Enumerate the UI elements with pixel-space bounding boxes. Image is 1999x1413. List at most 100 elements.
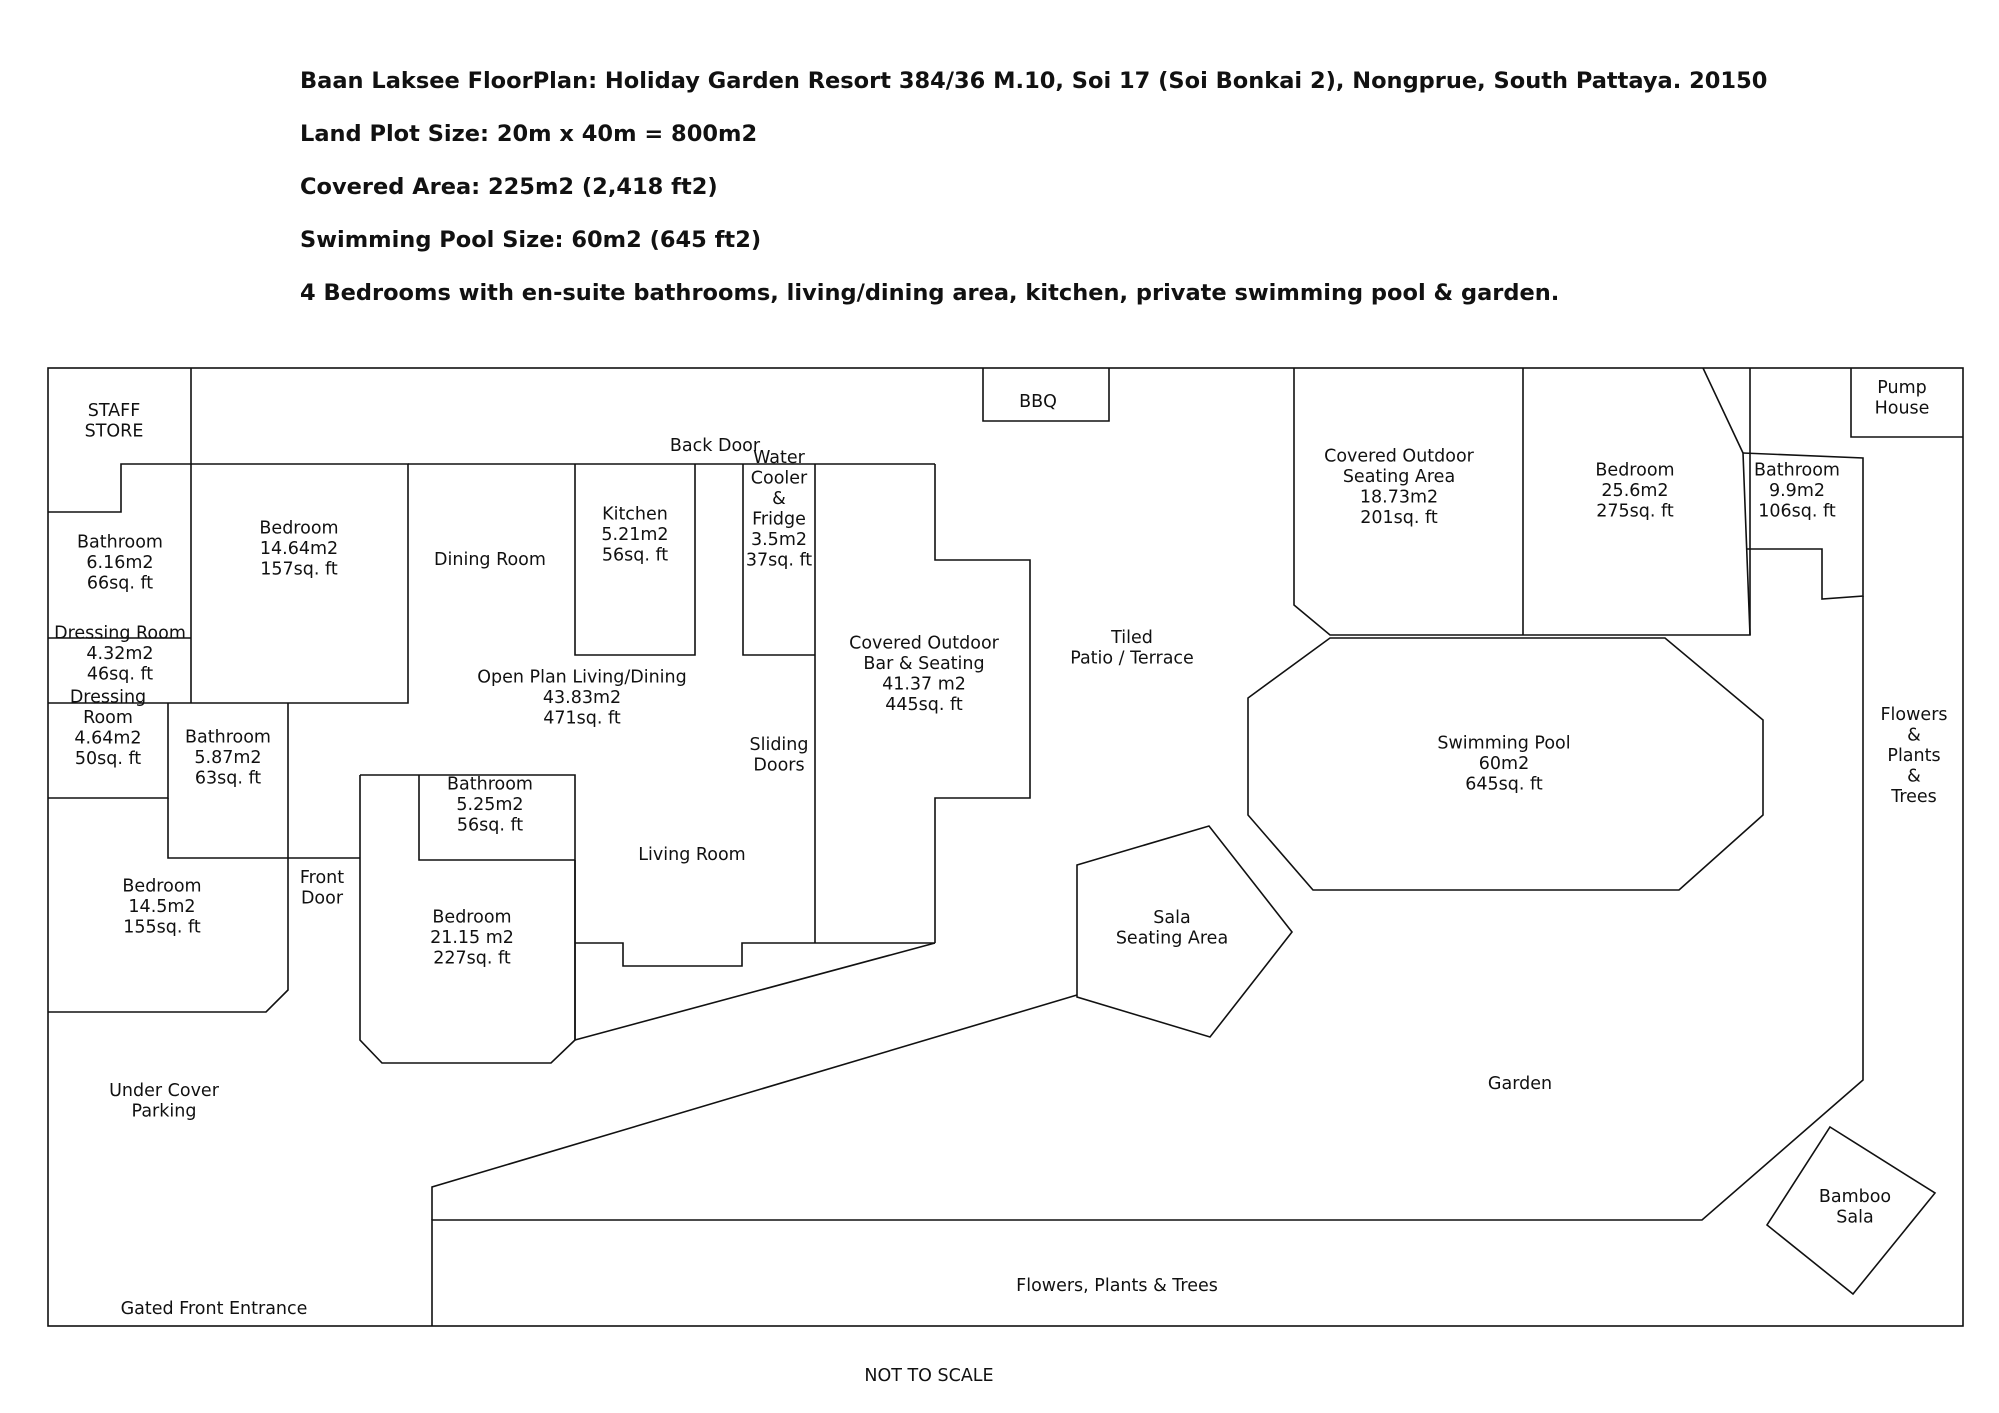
label-line: 25.6m2 <box>1601 481 1668 501</box>
label-line: BBQ <box>1019 392 1057 412</box>
sala-seating-area <box>1076 825 1294 1038</box>
label-line: Seating Area <box>1343 467 1455 487</box>
label-line: Back Door <box>670 436 761 456</box>
label-line: Gated Front Entrance <box>121 1299 308 1319</box>
label-line: Bathroom <box>1754 461 1840 481</box>
label-line: 275sq. ft <box>1596 502 1674 522</box>
label-line: Water <box>753 448 806 468</box>
label-bbq: BBQ <box>1019 392 1057 412</box>
label-line: 56sq. ft <box>602 546 668 566</box>
flower-bed-border <box>431 596 1864 1326</box>
property-summary: 4 Bedrooms with en-suite bathrooms, livi… <box>300 280 1560 306</box>
plot-boundary <box>47 367 1964 1327</box>
label-line: 471sq. ft <box>543 709 621 729</box>
label-line: Door <box>301 888 344 908</box>
not-to-scale-note: NOT TO SCALE <box>864 1366 993 1386</box>
label-line: 3.5m2 <box>751 530 807 550</box>
label-line: 4.64m2 <box>74 728 141 748</box>
label-line: Living Room <box>638 845 745 865</box>
label-line: Front <box>300 868 344 888</box>
label-flowers-r: Flowers&Plants&Trees <box>1880 705 1947 807</box>
label-line: Covered Outdoor <box>849 633 1000 653</box>
label-line: Flowers <box>1880 705 1947 725</box>
label-line: Sliding <box>749 735 808 755</box>
label-back-door: Back Door <box>670 436 761 456</box>
label-line: Bedroom <box>432 908 511 928</box>
label-line: 155sq. ft <box>123 918 201 938</box>
label-garden: Garden <box>1488 1074 1552 1094</box>
label-line: 21.15 m2 <box>430 928 514 948</box>
label-line: Dressing <box>70 687 146 707</box>
bbq-wall <box>982 368 1110 422</box>
path-edge-lower <box>431 994 1078 1220</box>
bamboo-sala <box>1765 1125 1937 1296</box>
land-plot-size: Land Plot Size: 20m x 40m = 800m2 <box>300 121 758 147</box>
label-line: Under Cover <box>109 1081 220 1101</box>
label-line: Swimming Pool <box>1437 734 1570 754</box>
bedroom-c-wall <box>359 774 576 1064</box>
label-line: 43.83m2 <box>543 688 621 708</box>
label-line: 66sq. ft <box>87 574 153 594</box>
label-line: Tiled <box>1110 628 1153 648</box>
living-room-bottom-wall <box>575 942 935 967</box>
label-line: 56sq. ft <box>457 816 523 836</box>
label-line: 37sq. ft <box>746 550 812 570</box>
label-line: Bar & Seating <box>863 654 984 674</box>
bathroom-c-wall <box>418 775 575 861</box>
label-line: Bathroom <box>77 533 163 553</box>
label-line: 5.87m2 <box>194 748 261 768</box>
label-line: Cooler <box>751 468 808 488</box>
plan-title: Baan Laksee FloorPlan: Holiday Garden Re… <box>300 68 1768 94</box>
label-line: 201sq. ft <box>1360 508 1438 528</box>
label-line: & <box>1907 726 1921 746</box>
label-line: Dining Room <box>434 550 546 570</box>
label-line: 227sq. ft <box>433 949 511 969</box>
plan-header: Baan Laksee FloorPlan: Holiday Garden Re… <box>300 68 1767 333</box>
label-line: 41.37 m2 <box>882 674 966 694</box>
floor-plan-walls <box>47 367 1964 1327</box>
kitchen-wall <box>574 464 696 656</box>
label-line: Kitchen <box>602 505 668 525</box>
label-line: 645sq. ft <box>1465 775 1543 795</box>
label-line: Open Plan Living/Dining <box>477 668 687 688</box>
label-line: Bamboo <box>1819 1187 1891 1207</box>
label-line: 445sq. ft <box>885 695 963 715</box>
path-edge-upper <box>574 942 936 1041</box>
label-line: Parking <box>132 1101 197 1121</box>
label-line: 5.25m2 <box>456 795 523 815</box>
pump-house-wall <box>1850 368 1963 438</box>
label-line: Doors <box>753 755 804 775</box>
label-line: Sala <box>1836 1207 1873 1227</box>
label-line: Fridge <box>752 509 806 529</box>
label-gated: Gated Front Entrance <box>121 1299 308 1319</box>
covered-bar-wall <box>934 464 1031 943</box>
label-line: Garden <box>1488 1074 1552 1094</box>
label-flowers-b: Flowers, Plants & Trees <box>1016 1276 1218 1296</box>
label-line: Patio / Terrace <box>1070 648 1194 668</box>
label-line: Bathroom <box>447 775 533 795</box>
label-line: 46sq. ft <box>87 665 153 685</box>
label-line: 18.73m2 <box>1360 487 1438 507</box>
label-line: House <box>1875 398 1930 418</box>
label-dining: Dining Room <box>434 550 546 570</box>
